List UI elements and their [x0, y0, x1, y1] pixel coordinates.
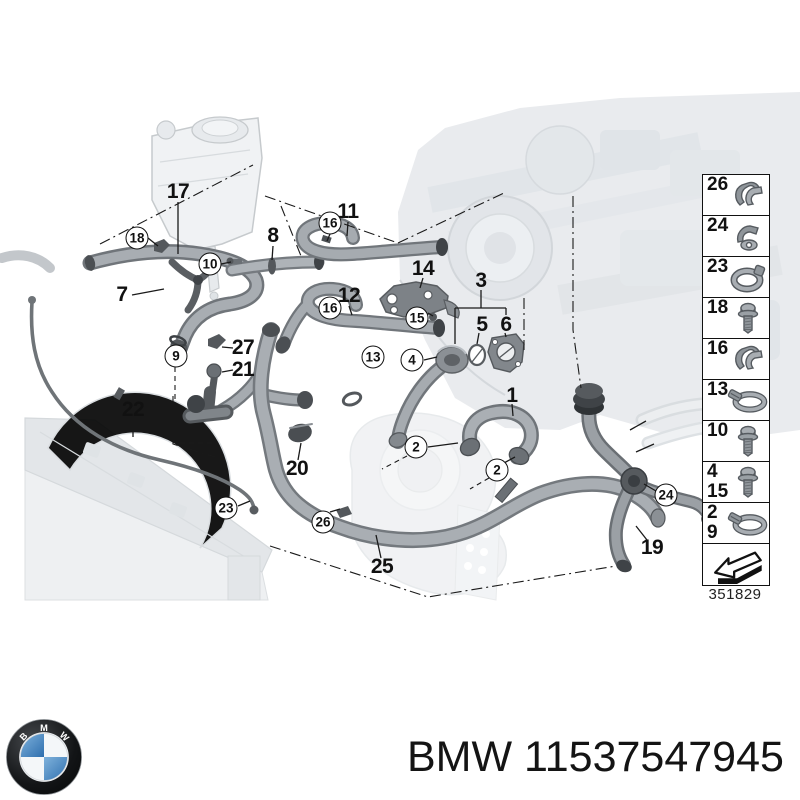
legend-number-26: 26	[707, 174, 729, 195]
bmw-logo: B M W	[6, 719, 82, 795]
legend-row-18: 18	[703, 298, 769, 339]
legend-numbers: 16	[707, 339, 728, 359]
legend-row-10: 10	[703, 421, 769, 462]
legend-number-23: 23	[707, 256, 729, 277]
legend-number-15: 15	[707, 481, 729, 502]
bottom-bar: B M W BMW 11537547945	[0, 712, 800, 800]
legend-numbers: 18	[707, 298, 728, 318]
legend-number-9: 9	[707, 522, 718, 543]
legend-numbers: 26	[707, 175, 728, 195]
logo-quadrant-blue-br	[44, 757, 68, 781]
ring-clamp-icon	[727, 257, 769, 297]
spring-clip-icon	[727, 175, 769, 215]
legend-row-13: 13	[703, 380, 769, 421]
flange-bolt-icon	[727, 421, 769, 461]
legend-number-24: 24	[707, 215, 729, 236]
hose-20-cluster	[182, 363, 313, 443]
worm-clamp-icon	[727, 380, 769, 420]
brand-label: BMW	[407, 733, 513, 781]
flange-bolt-icon	[727, 462, 769, 502]
legend-direction-cell	[703, 544, 769, 585]
legend-number-18: 18	[707, 297, 729, 318]
legend-number-2: 2	[707, 502, 718, 523]
legend-row-24: 24	[703, 216, 769, 257]
radiator-illustration	[24, 391, 273, 601]
legend-numbers: 13	[707, 380, 728, 400]
o-ring-5	[467, 343, 487, 367]
legend-numbers: 23	[707, 257, 728, 277]
figure-number: 351829	[708, 586, 762, 603]
legend-number-13: 13	[707, 379, 729, 400]
expansion-tank-illustration	[151, 116, 263, 301]
legend-row-23: 23	[703, 257, 769, 298]
spring-clip-icon	[727, 339, 769, 379]
hose-8-segment	[225, 254, 325, 277]
logo-quadrant-white-bl	[20, 757, 44, 781]
small-parts	[154, 239, 363, 407]
hose-12	[275, 281, 445, 354]
legend-row-16: 16	[703, 339, 769, 380]
bracket-clip-icon	[727, 216, 769, 256]
part-number-text: BMW 11537547945	[407, 733, 784, 782]
hose-25	[252, 322, 666, 548]
worm-clamp-icon	[727, 503, 769, 543]
logo-letter-m: M	[40, 723, 48, 733]
coolant-pipe-22	[0, 250, 259, 515]
leader-lines	[131, 202, 657, 559]
gasket-6	[487, 333, 525, 373]
direction-arrow-icon	[708, 546, 766, 584]
legend-number-4: 4	[707, 461, 718, 482]
legend-number-10: 10	[707, 420, 729, 441]
legend-row-26: 26	[703, 175, 769, 216]
flange-bolt-icon	[727, 298, 769, 338]
legend-number-16: 16	[707, 338, 729, 359]
legend-numbers: 10	[707, 421, 728, 441]
ghost-water-pump	[349, 412, 507, 601]
part-number: 11537547945	[524, 733, 784, 781]
legend-numbers: 24	[707, 216, 728, 236]
logo-quadrant-white-tr	[44, 733, 68, 757]
hose-1	[459, 404, 539, 504]
logo-quadrant-blue-tl	[20, 733, 44, 757]
